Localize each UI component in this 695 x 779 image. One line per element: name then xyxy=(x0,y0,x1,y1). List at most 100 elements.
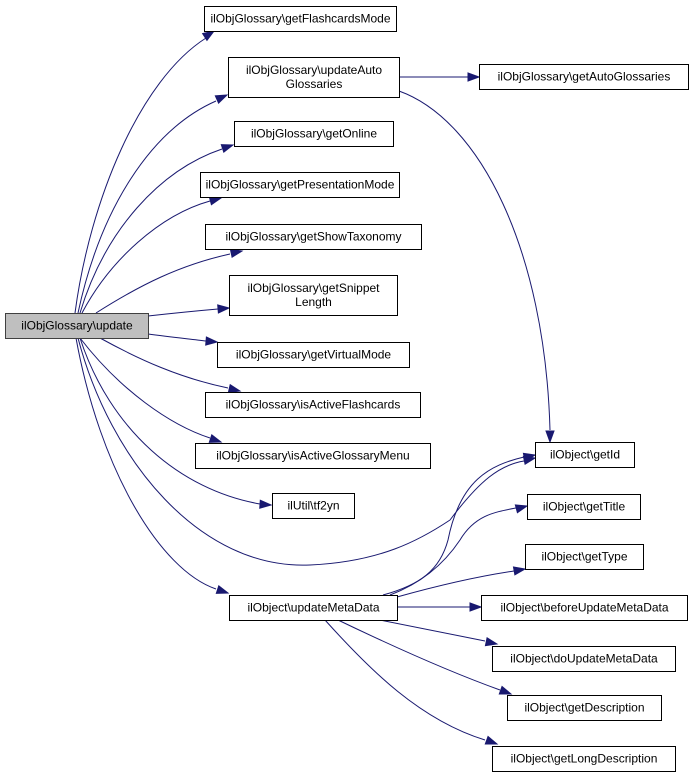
node-label: ilObject\beforeUpdateMetaData xyxy=(500,601,668,615)
arrowhead-icon xyxy=(512,566,527,576)
edge-updateMetaData-to-getType xyxy=(396,566,527,598)
node-getVirtualMode[interactable]: ilObjGlossary\getVirtualMode xyxy=(217,342,410,368)
arrowhead-icon xyxy=(227,383,242,394)
edge-update-to-updateMetaData xyxy=(75,337,230,594)
node-getTitle[interactable]: ilObject\getTitle xyxy=(527,494,641,520)
node-label: Length xyxy=(295,295,332,309)
node-box xyxy=(492,746,676,772)
edge-line xyxy=(147,308,219,317)
node-label: ilObjGlossary\getFlashcardsMode xyxy=(210,12,390,26)
node-box xyxy=(525,544,644,570)
edge-update-to-isActiveGlossaryMenu xyxy=(79,337,223,443)
edge-updateMetaData-to-beforeUpdateMetaData xyxy=(396,602,483,612)
edge-line xyxy=(74,37,207,314)
node-label: ilObject\getType xyxy=(541,550,627,564)
edge-update-to-isActiveFlashcards xyxy=(99,337,242,394)
node-label: ilObjGlossary\updateAuto xyxy=(246,63,382,77)
edge-line xyxy=(79,337,261,505)
node-label: ilObject\getTitle xyxy=(543,500,626,514)
node-label: Glossaries xyxy=(286,77,343,91)
nodes-layer: ilObjGlossary\update ilObjGlossary\getFla… xyxy=(5,6,689,772)
edge-update-to-tf2yn xyxy=(79,337,273,509)
arrowhead-icon xyxy=(498,685,513,695)
node-getPresentationMode[interactable]: ilObjGlossary\getPresentationMode xyxy=(200,172,400,198)
node-getLongDescription[interactable]: ilObject\getLongDescription xyxy=(492,746,676,772)
edge-updateMetaData-to-getTitle xyxy=(389,504,529,596)
edge-update-to-updateAutoGlossaries xyxy=(77,94,229,314)
arrowhead-icon xyxy=(214,94,229,104)
node-box xyxy=(204,6,397,32)
node-label: ilObject\getDescription xyxy=(524,701,644,715)
arrowhead-icon xyxy=(484,636,499,647)
node-label: ilObject\getId xyxy=(550,448,620,462)
node-box xyxy=(195,443,431,469)
node-getFlashcardsMode[interactable]: ilObjGlossary\getFlashcardsMode xyxy=(204,6,397,32)
arrowhead-icon xyxy=(217,304,231,314)
node-isActiveGlossaryMenu[interactable]: ilObjGlossary\isActiveGlossaryMenu xyxy=(195,443,431,469)
arrowhead-icon xyxy=(208,433,223,443)
edge-line xyxy=(75,337,217,590)
node-isActiveFlashcards[interactable]: ilObjGlossary\isActiveFlashcards xyxy=(205,392,421,418)
edge-updateAutoGlossaries-to-getAutoGlossaries xyxy=(398,72,481,82)
node-label: ilObjGlossary\update xyxy=(21,319,133,333)
node-box xyxy=(234,121,394,147)
edge-line xyxy=(337,619,501,691)
edge-line xyxy=(324,619,486,741)
edge-updateMetaData-to-getDescription xyxy=(337,619,513,695)
edge-line xyxy=(95,253,231,314)
node-label: ilObject\updateMetaData xyxy=(247,601,379,615)
edge-line xyxy=(379,619,486,642)
node-doUpdateMetaData[interactable]: ilObject\doUpdateMetaData xyxy=(492,646,676,672)
node-beforeUpdateMetaData[interactable]: ilObject\beforeUpdateMetaData xyxy=(481,595,688,621)
arrowhead-icon xyxy=(205,336,219,346)
arrowhead-icon xyxy=(229,248,244,259)
node-tf2yn[interactable]: ilUtil\tf2yn xyxy=(272,493,355,519)
edge-update-to-getFlashcardsMode xyxy=(74,30,216,314)
node-getType[interactable]: ilObject\getType xyxy=(525,544,644,570)
node-getId[interactable]: ilObject\getId xyxy=(535,442,635,468)
node-box xyxy=(229,595,398,621)
edge-line xyxy=(77,100,217,314)
node-box xyxy=(205,392,421,418)
node-box xyxy=(272,493,355,519)
node-label: ilObject\doUpdateMetaData xyxy=(510,652,658,666)
node-label: ilObjGlossary\getVirtualMode xyxy=(236,348,392,362)
node-box xyxy=(228,57,400,98)
node-getOnline[interactable]: ilObjGlossary\getOnline xyxy=(234,121,394,147)
node-box xyxy=(492,646,676,672)
node-box xyxy=(527,494,641,520)
edge-line xyxy=(382,456,525,596)
node-getAutoGlossaries[interactable]: ilObjGlossary\getAutoGlossaries xyxy=(479,64,689,90)
edge-line xyxy=(79,337,211,439)
node-label: ilObjGlossary\isActiveGlossaryMenu xyxy=(216,449,409,463)
node-label: ilObjGlossary\getOnline xyxy=(251,127,377,141)
edge-update-to-getVirtualMode xyxy=(147,333,219,346)
arrowhead-icon xyxy=(522,452,537,463)
edge-line xyxy=(147,333,207,342)
node-label: ilObject\getLongDescription xyxy=(511,752,658,766)
node-label: ilObjGlossary\getShowTaxonomy xyxy=(225,230,401,244)
node-box xyxy=(200,172,400,198)
edge-update-to-getShowTaxonomy xyxy=(95,248,244,314)
arrowhead-icon xyxy=(545,430,555,444)
node-label: ilObjGlossary\getSnippet xyxy=(247,281,380,295)
edge-updateMetaData-to-getLongDescription xyxy=(324,619,499,745)
node-updateMetaData[interactable]: ilObject\updateMetaData xyxy=(229,595,398,621)
node-label: ilObjGlossary\getPresentationMode xyxy=(206,178,395,192)
node-box xyxy=(507,695,662,721)
node-update[interactable]: ilObjGlossary\update xyxy=(5,313,149,339)
arrowhead-icon xyxy=(215,584,230,594)
edge-update-to-getOnline xyxy=(79,144,235,314)
arrowhead-icon xyxy=(469,602,483,612)
node-getShowTaxonomy[interactable]: ilObjGlossary\getShowTaxonomy xyxy=(205,224,422,250)
edge-updateAutoGlossaries-to-getId xyxy=(398,90,555,444)
edge-line xyxy=(99,337,229,389)
edge-line xyxy=(79,148,223,314)
node-box xyxy=(481,595,688,621)
edge-line xyxy=(389,507,517,596)
node-getDescription[interactable]: ilObject\getDescription xyxy=(507,695,662,721)
node-box xyxy=(229,275,398,316)
